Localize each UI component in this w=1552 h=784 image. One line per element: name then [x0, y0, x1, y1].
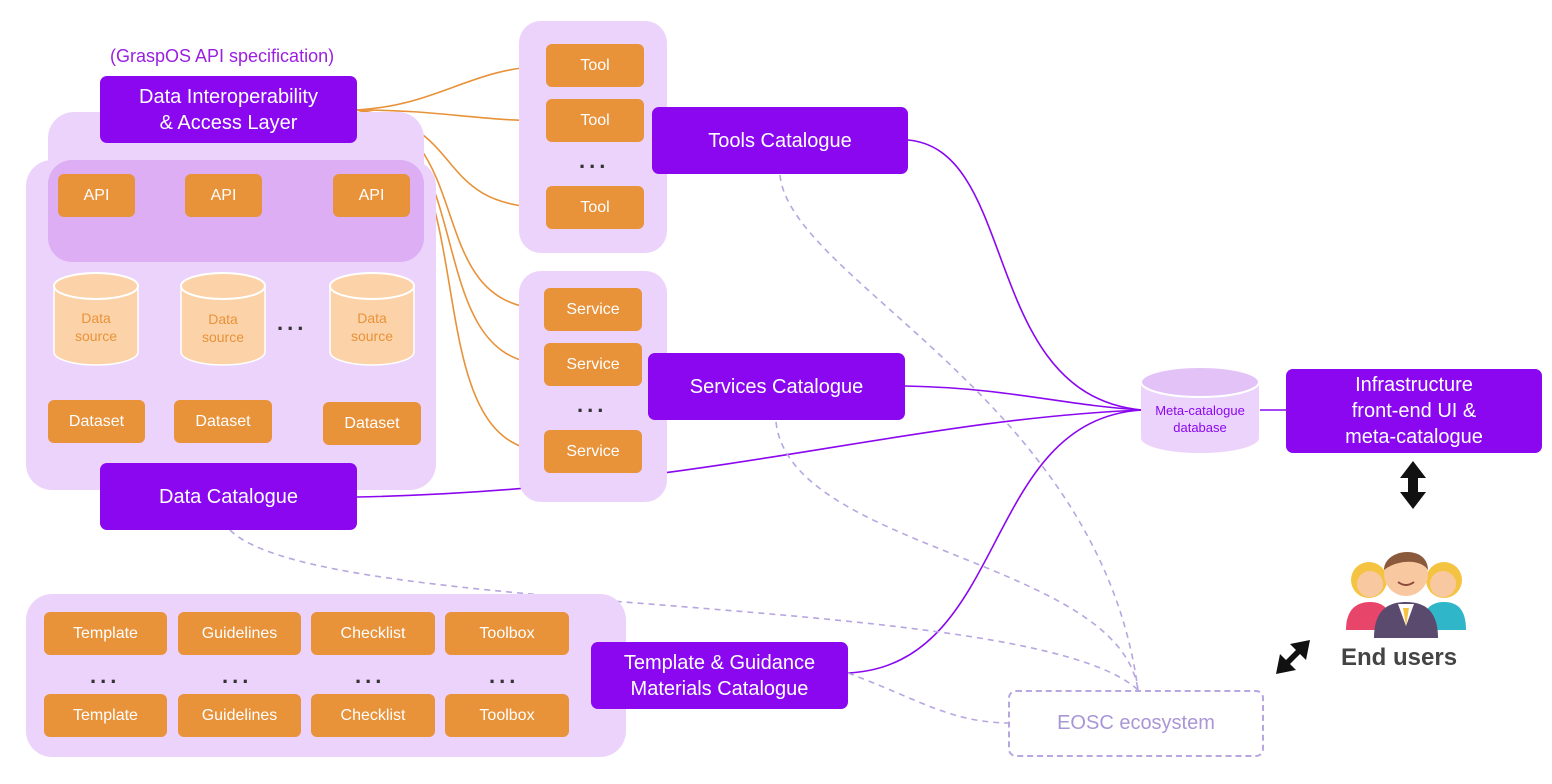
cylinder-icon [180, 272, 266, 366]
dashed-data-eosc [229, 529, 1139, 691]
tools-catalogue-box[interactable]: Tools Catalogue [652, 107, 908, 174]
materials-ellipsis: ... [489, 663, 520, 688]
data-sources-ellipsis: ... [277, 310, 308, 335]
api-box[interactable]: API [333, 174, 410, 217]
checklist-box[interactable]: Checklist [311, 694, 435, 737]
tool-box[interactable]: Tool [546, 186, 644, 229]
dashed-materials-eosc [847, 672, 1009, 724]
data-access-layer-box[interactable]: Data Interoperability & Access Layer [100, 76, 357, 143]
eosc-ecosystem-box[interactable]: EOSC ecosystem [1008, 690, 1264, 757]
cylinder-icon [53, 272, 139, 366]
data-source-label: Data source [74, 310, 118, 344]
toolbox-box[interactable]: Toolbox [445, 612, 569, 655]
connector-layer-tool-1 [356, 65, 547, 111]
connector-services-db [904, 385, 1143, 411]
end-users-label: End users [1341, 644, 1458, 671]
guidelines-box[interactable]: Guidelines [178, 612, 301, 655]
meta-db-label: Meta-catalogue database [1155, 403, 1245, 435]
materials-catalogue-box[interactable]: Template & Guidance Materials Catalogue [591, 642, 848, 709]
dataset-box[interactable]: Dataset [323, 402, 421, 445]
meta-catalogue-database[interactable]: Meta-catalogue database [1140, 366, 1260, 456]
tool-box[interactable]: Tool [546, 99, 644, 142]
services-catalogue-box[interactable]: Services Catalogue [648, 353, 905, 420]
toolbox-box[interactable]: Toolbox [445, 694, 569, 737]
service-box[interactable]: Service [544, 288, 642, 331]
materials-ellipsis: ... [355, 663, 386, 688]
cylinder-icon [329, 272, 415, 366]
dashed-tools-eosc [779, 174, 1139, 691]
tools-ellipsis: ... [579, 148, 610, 173]
data-source-cylinder[interactable]: Data source [180, 272, 266, 366]
api-box[interactable]: API [58, 174, 135, 217]
dashed-services-eosc [775, 421, 1139, 691]
materials-ellipsis: ... [222, 663, 253, 688]
connector-tools-db [907, 139, 1143, 411]
data-source-cylinder[interactable]: Data source [329, 272, 415, 366]
guidelines-box[interactable]: Guidelines [178, 694, 301, 737]
template-box[interactable]: Template [44, 694, 167, 737]
double-arrow-vertical-icon [1400, 461, 1426, 509]
materials-ellipsis: ... [90, 663, 121, 688]
service-box[interactable]: Service [544, 430, 642, 473]
tool-box[interactable]: Tool [546, 44, 644, 87]
data-catalogue-box[interactable]: Data Catalogue [100, 463, 357, 530]
connector-materials-db [847, 409, 1143, 674]
users-icon [1346, 551, 1466, 638]
template-box[interactable]: Template [44, 612, 167, 655]
dashed-connectors [229, 174, 1139, 724]
data-source-cylinder[interactable]: Data source [53, 272, 139, 366]
data-source-label: Data source [350, 310, 394, 344]
service-box[interactable]: Service [544, 343, 642, 386]
api-spec-note: (GraspOS API specification) [110, 46, 335, 66]
database-cylinder-icon [1140, 366, 1260, 453]
dataset-box[interactable]: Dataset [174, 400, 272, 443]
services-ellipsis: ... [577, 392, 608, 417]
checklist-box[interactable]: Checklist [311, 612, 435, 655]
dataset-box[interactable]: Dataset [48, 400, 145, 443]
connector-data-db [356, 409, 1143, 498]
api-box[interactable]: API [185, 174, 262, 217]
double-arrow-diagonal-icon [1276, 640, 1310, 674]
infrastructure-box[interactable]: Infrastructure front-end UI & meta-catal… [1286, 369, 1542, 453]
data-source-label: Data source [201, 311, 245, 345]
